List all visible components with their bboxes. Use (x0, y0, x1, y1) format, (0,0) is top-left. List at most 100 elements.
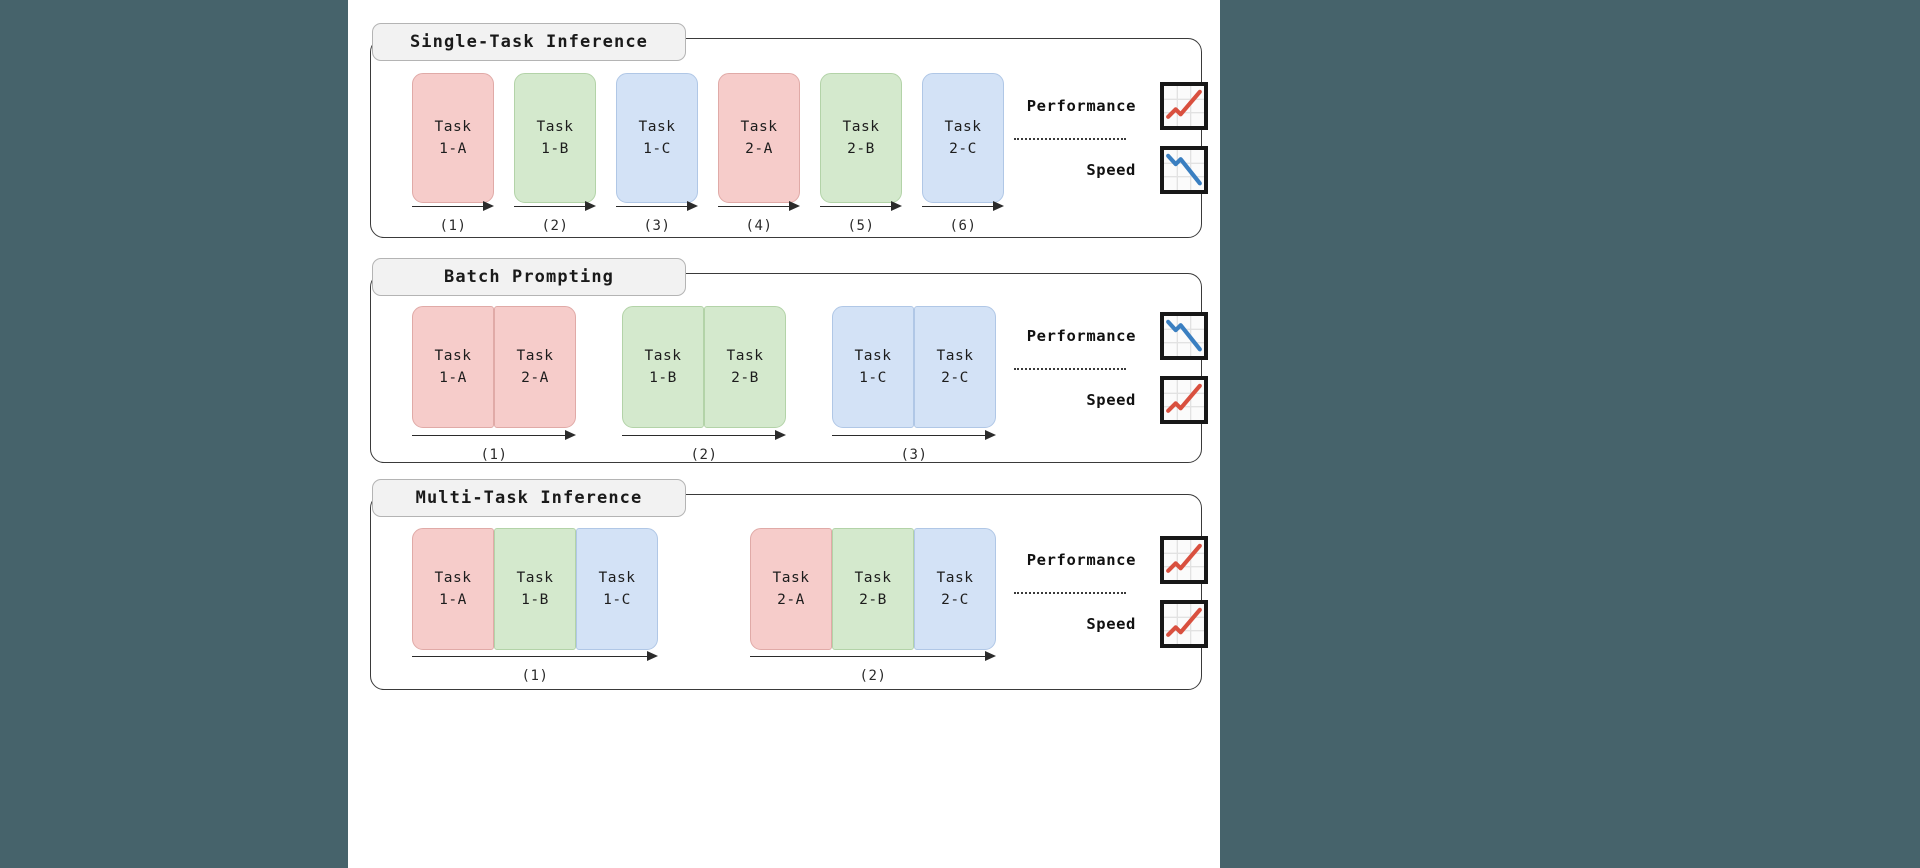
step-label: (5) (847, 218, 875, 234)
task-group: Task 1-B (514, 73, 596, 203)
task-card-line1: Task (944, 118, 982, 135)
task-group: Task 1-C (616, 73, 698, 203)
step-label: (3) (643, 218, 671, 234)
arrow-head-icon (647, 650, 658, 661)
task-card[interactable]: Task 1-B (494, 528, 576, 650)
task-card-line1: Task (936, 569, 974, 586)
task-card-line1: Task (434, 569, 472, 586)
task-card-line2: 2-B (731, 370, 759, 386)
step-label: (1) (439, 218, 467, 234)
step-label: (6) (949, 218, 977, 234)
arrow-head-icon (993, 200, 1004, 211)
task-card[interactable]: Task 2-C (914, 306, 996, 428)
task-card-line1: Task (516, 347, 554, 364)
task-card-line1: Task (740, 118, 778, 135)
task-card-line1: Task (644, 347, 682, 364)
task-card-line2: 1-A (439, 592, 467, 608)
task-card-line2: 2-C (941, 592, 969, 608)
arrow-line (718, 206, 790, 207)
task-card-line2: 1-A (439, 370, 467, 386)
arrow-line (412, 656, 648, 657)
trend-up-chart-icon (1160, 82, 1208, 130)
task-card-line2: 2-B (847, 141, 875, 157)
panel-title-multi-task-inference: Multi-Task Inference (372, 479, 686, 517)
panel-title-batch-prompting: Batch Prompting (372, 258, 686, 296)
metric-row-speed: Speed (1006, 146, 1208, 194)
arrow-line (922, 206, 994, 207)
arrow-head-icon (687, 200, 698, 211)
task-card-line1: Task (726, 347, 764, 364)
step-label: (1) (521, 668, 549, 684)
metric-row-performance: Performance (1006, 82, 1208, 130)
trend-up-chart-icon (1160, 536, 1208, 584)
arrow-head-icon (775, 429, 786, 440)
task-card[interactable]: Task 1-A (412, 528, 494, 650)
task-card-line2: 2-C (949, 141, 977, 157)
task-card-line1: Task (536, 118, 574, 135)
metric-row-performance: Performance (1006, 536, 1208, 584)
trend-down-chart-icon (1160, 146, 1208, 194)
step-label: (4) (745, 218, 773, 234)
task-card-line1: Task (854, 347, 892, 364)
metric-label: Performance (1026, 551, 1136, 569)
task-group: Task 2-A (718, 73, 800, 203)
task-card-line1: Task (638, 118, 676, 135)
task-card-line2: 1-B (541, 141, 569, 157)
step-label: (2) (690, 447, 718, 463)
metric-label: Performance (1026, 97, 1136, 115)
arrow-line (832, 435, 986, 436)
task-card[interactable]: Task 1-B (514, 73, 596, 203)
arrow-line (616, 206, 688, 207)
task-card-line2: 2-A (777, 592, 805, 608)
metric-label: Performance (1026, 327, 1136, 345)
arrow-head-icon (483, 200, 494, 211)
task-card[interactable]: Task 2-A (718, 73, 800, 203)
metric-label: Speed (1086, 615, 1136, 633)
trend-up-chart-icon (1160, 600, 1208, 648)
task-card-line1: Task (516, 569, 554, 586)
arrow-line (622, 435, 776, 436)
task-card[interactable]: Task 2-C (914, 528, 996, 650)
metric-divider (1014, 368, 1126, 370)
arrow-head-icon (985, 650, 996, 661)
task-card-line2: 1-B (521, 592, 549, 608)
arrow-line (412, 206, 484, 207)
trend-up-chart-icon (1160, 376, 1208, 424)
step-label: (2) (859, 668, 887, 684)
task-card-line1: Task (936, 347, 974, 364)
arrow-line (750, 656, 986, 657)
task-card[interactable]: Task 2-C (922, 73, 1004, 203)
task-group: Task 2-C (922, 73, 1004, 203)
arrow-head-icon (891, 200, 902, 211)
task-card[interactable]: Task 2-B (704, 306, 786, 428)
step-label: (2) (541, 218, 569, 234)
arrow-head-icon (789, 200, 800, 211)
task-card-line2: 2-C (941, 370, 969, 386)
trend-down-chart-icon (1160, 312, 1208, 360)
metric-row-speed: Speed (1006, 600, 1208, 648)
metric-label: Speed (1086, 161, 1136, 179)
task-card[interactable]: Task 1-C (616, 73, 698, 203)
task-card-line2: 1-C (643, 141, 671, 157)
metric-label: Speed (1086, 391, 1136, 409)
task-card-line1: Task (598, 569, 636, 586)
task-card-line2: 2-A (745, 141, 773, 157)
